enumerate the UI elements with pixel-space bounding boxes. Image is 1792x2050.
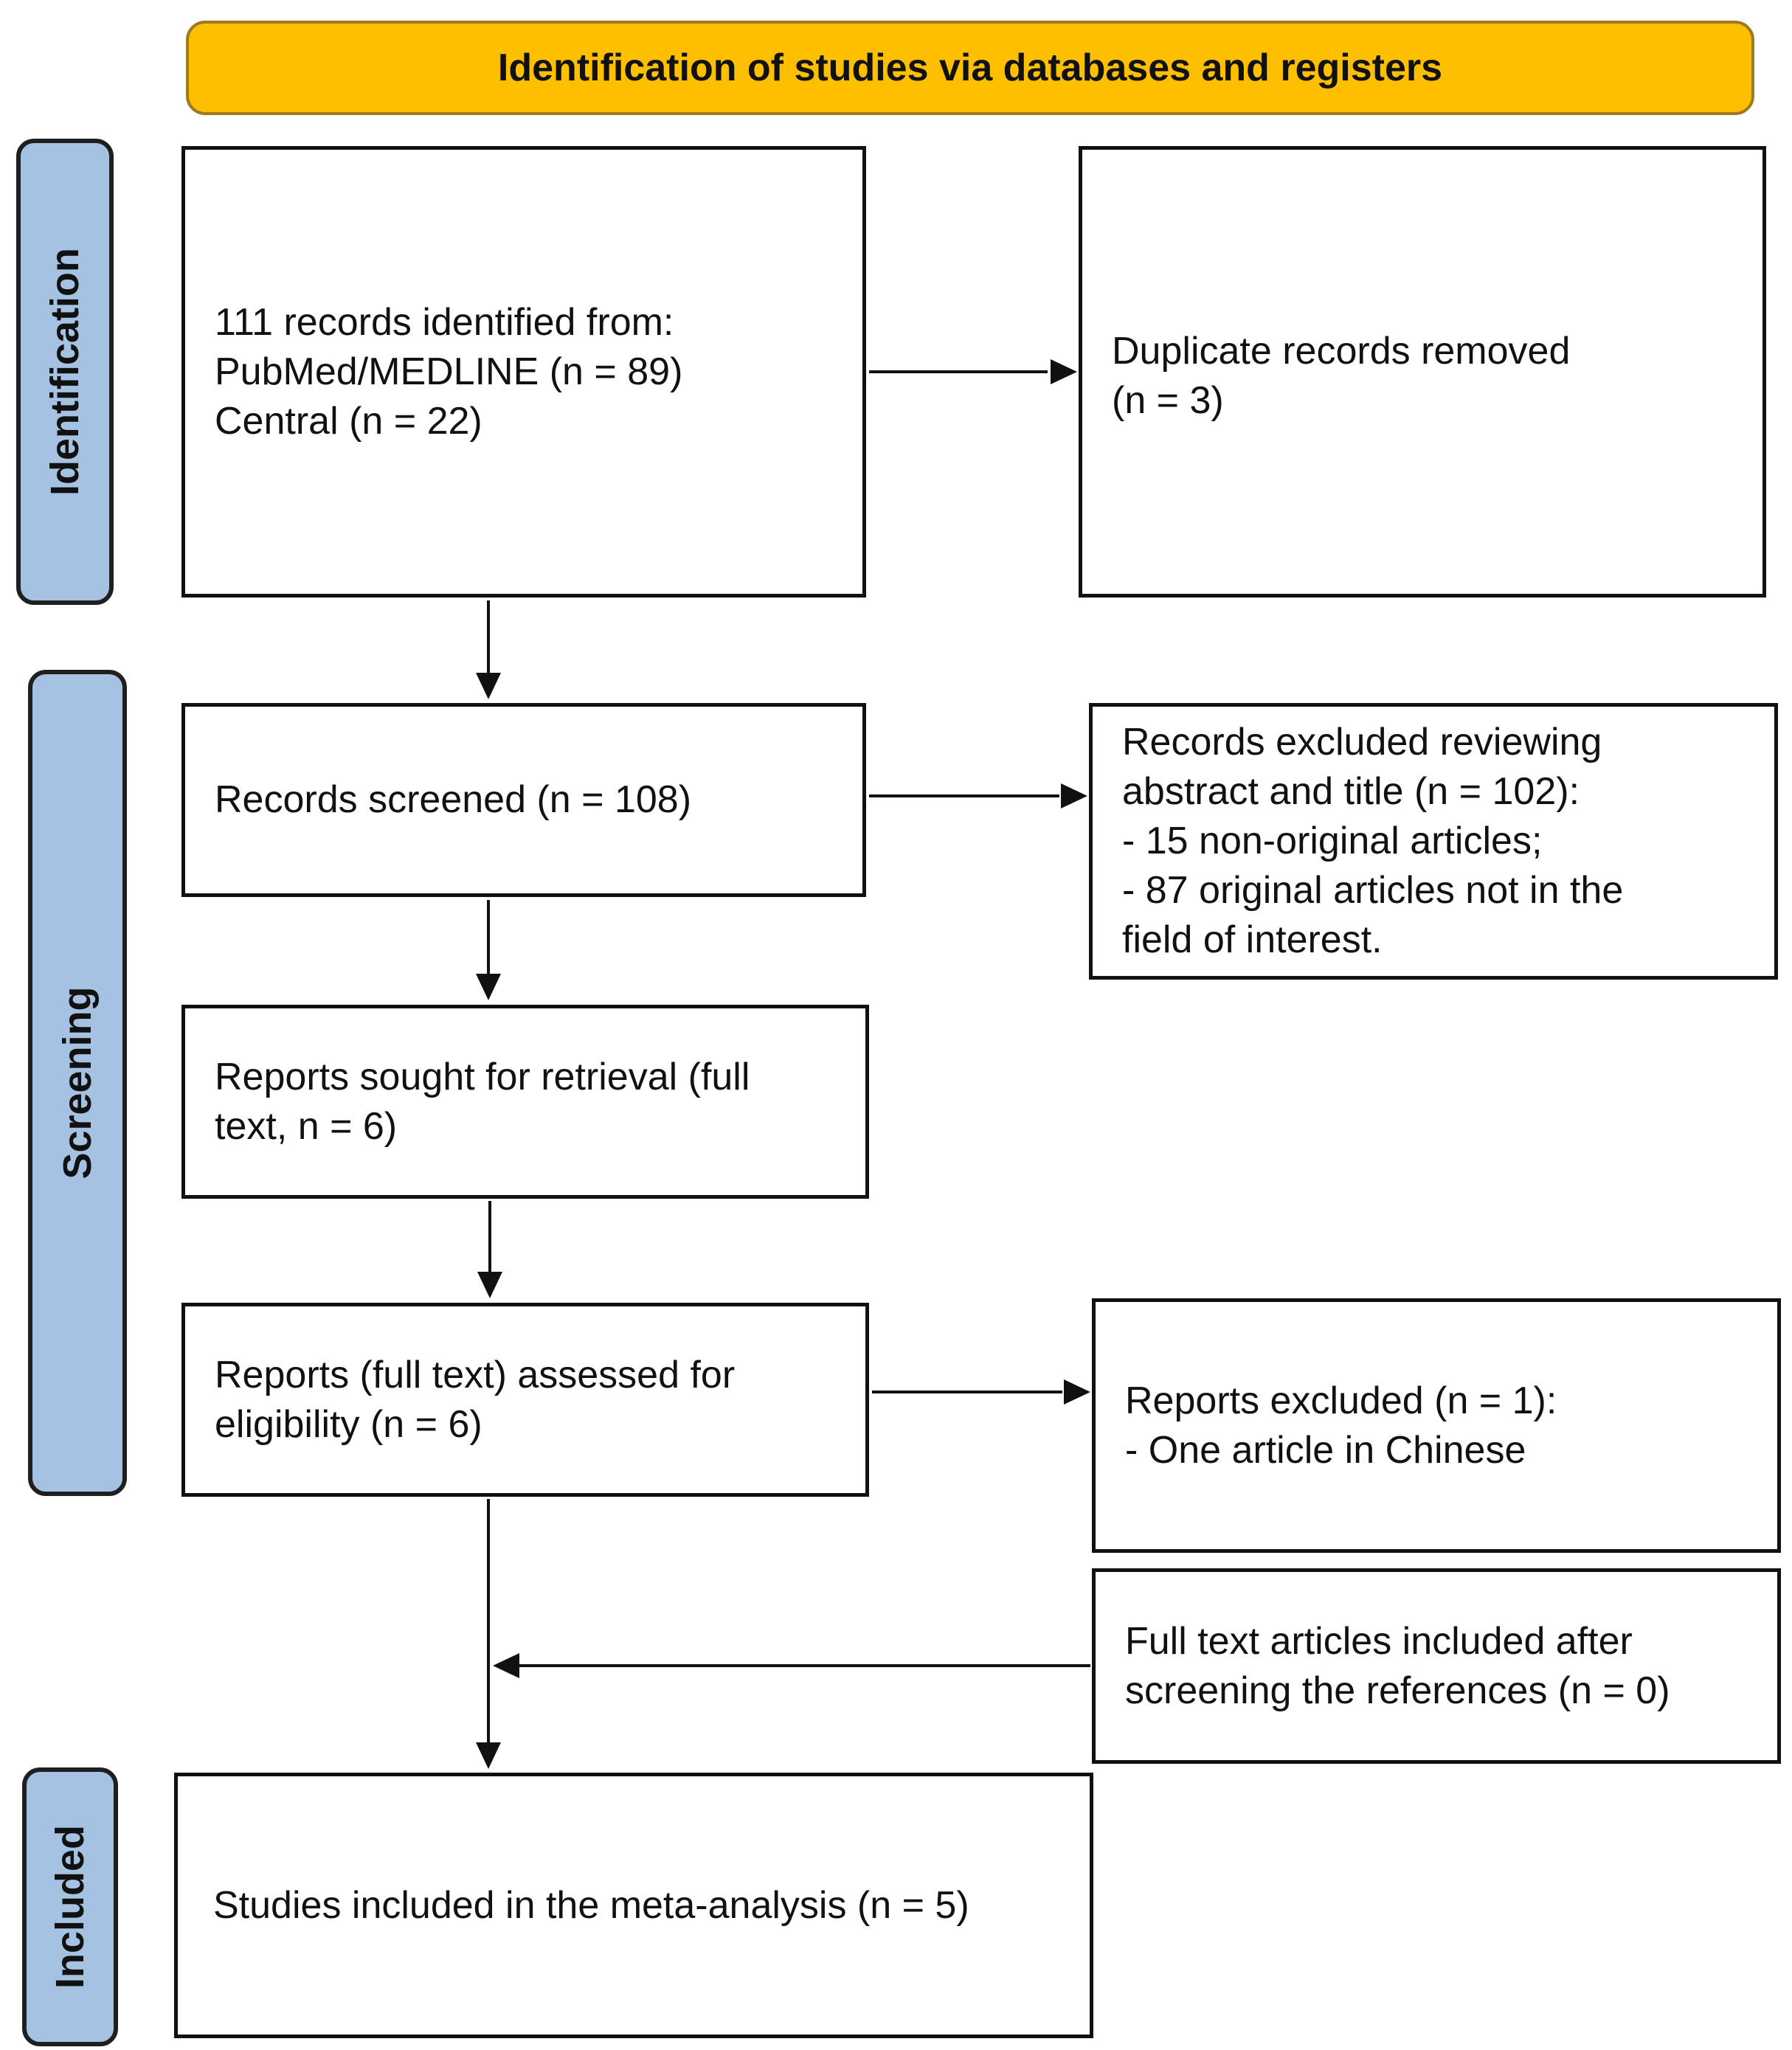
duplicates-removed-box: Duplicate records removed (n = 3) <box>1079 146 1766 598</box>
arrowhead <box>476 1742 501 1769</box>
box-line: eligibility (n = 6) <box>215 1402 482 1446</box>
records-excluded-box: Records excluded reviewing abstract and … <box>1089 703 1778 980</box>
header-title: Identification of studies via databases … <box>497 46 1443 89</box>
stage-included-label: Included <box>48 1824 92 1990</box>
references-included-box: Full text articles included after screen… <box>1092 1568 1781 1764</box>
arrowhead <box>477 1272 502 1298</box>
box-line: text, n = 6) <box>215 1104 398 1148</box>
reports-excluded-box: Reports excluded (n = 1): - One article … <box>1092 1298 1781 1553</box>
stage-screening-label: Screening <box>55 986 100 1180</box>
records-identified-box: 111 records identified from: PubMed/MEDL… <box>181 146 866 598</box>
reports-assessed-box: Reports (full text) assessed for eligibi… <box>181 1303 869 1497</box>
stage-included: Included <box>22 1767 118 2046</box>
arrowhead <box>1064 1379 1090 1405</box>
box-line: Duplicate records removed <box>1112 330 1571 373</box>
arrowhead <box>493 1653 519 1678</box>
box-line: Central (n = 22) <box>215 399 482 443</box>
stage-identification: Identification <box>16 139 114 605</box>
records-screened-box: Records screened (n = 108) <box>181 703 866 897</box>
box-line: Records excluded reviewing <box>1122 721 1602 763</box>
box-line: - 15 non-original articles; <box>1122 820 1543 862</box>
box-line: - One article in Chinese <box>1125 1428 1526 1472</box>
box-line: - 87 original articles not in the <box>1122 869 1624 912</box>
box-line: Reports sought for retrieval (full <box>215 1055 750 1098</box>
box-line: Reports (full text) assessed for <box>215 1353 736 1396</box>
stage-identification-label: Identification <box>43 248 87 496</box>
arrowhead <box>1061 783 1087 808</box>
header-banner: Identification of studies via databases … <box>186 21 1754 115</box>
arrowhead <box>1051 359 1077 384</box>
box-line: (n = 3) <box>1112 379 1224 422</box>
stage-screening: Screening <box>28 670 127 1496</box>
box-line: abstract and title (n = 102): <box>1122 770 1580 813</box>
box-line: screening the references (n = 0) <box>1125 1669 1670 1712</box>
studies-included-box: Studies included in the meta-analysis (n… <box>174 1773 1093 2038</box>
box-line: Reports excluded (n = 1): <box>1125 1379 1557 1422</box>
box-line: Studies included in the meta-analysis (n… <box>213 1883 969 1927</box>
box-line: PubMed/MEDLINE (n = 89) <box>215 350 683 393</box>
arrowhead <box>476 673 501 699</box>
box-line: Records screened (n = 108) <box>215 778 692 821</box>
box-line: Full text articles included after <box>1125 1619 1633 1663</box>
arrowhead <box>476 974 501 1000</box>
box-line: 111 records identified from: <box>215 300 674 344</box>
box-line: field of interest. <box>1122 918 1383 961</box>
reports-sought-box: Reports sought for retrieval (full text,… <box>181 1005 869 1199</box>
